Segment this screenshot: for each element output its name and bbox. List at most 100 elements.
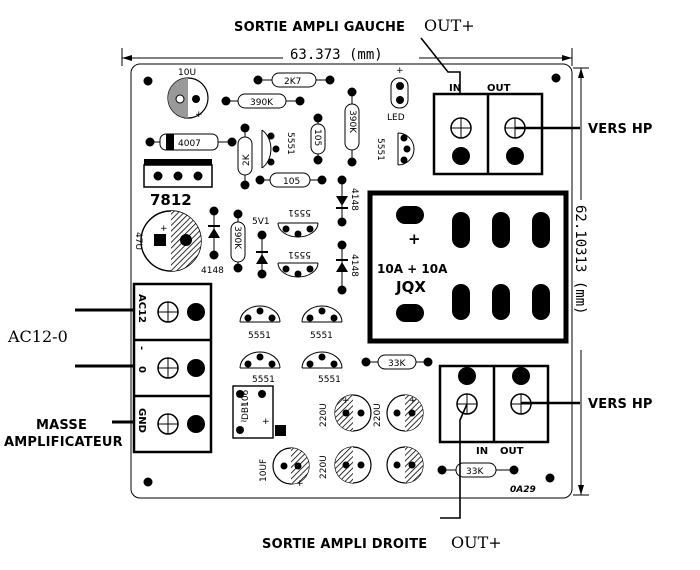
cap-47u-label: 47U (133, 232, 143, 250)
res-33k-a-label: 33K (388, 359, 406, 369)
term-0: 0 (136, 366, 147, 373)
cap-220u-b-label: 220U (373, 403, 383, 427)
resistor-105-horizontal: 105 (255, 172, 327, 188)
out-left-title: SORTIE AMPLI GAUCHE (234, 20, 405, 35)
diode-4148-lower: 4148 (336, 240, 359, 295)
resistor-105-vertical: 105 (310, 113, 326, 165)
res-390k-left-label: 390K (232, 226, 242, 250)
relay-plus: + (408, 230, 421, 248)
masse-label-1: MASSE (36, 418, 87, 433)
height-dimension-text: 62.10313 (mm) (572, 205, 588, 315)
diode-4148-c-label: 4148 (349, 254, 359, 277)
speaker-top-label: VERS HP (588, 122, 653, 137)
ic-5551-upside-b: 5551 (277, 249, 319, 278)
ic-5551-upside-a: 5551 (277, 207, 319, 238)
svg-text:+: + (296, 479, 304, 489)
term-gnd: GND (136, 408, 147, 433)
regulator-7812: 7812 (143, 159, 213, 209)
led-label: LED (387, 113, 405, 123)
ic-5551-c-label: 5551 (288, 249, 311, 259)
diode-4148-b-label: 4148 (349, 188, 359, 211)
ic-5551-e-label: 5551 (310, 331, 333, 341)
cap-10uf-label: 10UF (259, 459, 269, 482)
svg-text:+: + (409, 396, 417, 406)
width-dimension: 63.373 (mm) (121, 46, 573, 66)
resistor-33k-a: 33K (361, 354, 433, 370)
svg-text:~: ~ (240, 417, 248, 427)
mount-hole-br (545, 473, 555, 483)
svg-text:+: + (160, 224, 168, 234)
diode-4148-a-label: 4148 (201, 266, 224, 276)
ic-5551-b-label: 5551 (288, 207, 311, 217)
res-2k-label: 2K (242, 153, 252, 166)
capacitor-10u: 10U + (167, 68, 209, 120)
ic-5551-g-label: 5551 (318, 375, 341, 385)
svg-text:+: + (195, 110, 203, 120)
diode-4007: 4007 (145, 133, 237, 151)
led-plus: + (396, 66, 404, 76)
svg-text:+: + (342, 396, 350, 406)
out-top-label: OUT (487, 83, 511, 94)
width-dimension-text: 63.373 (mm) (290, 47, 383, 63)
masse-label-2: AMPLIFICATEUR (4, 435, 123, 450)
in-bottom-label: IN (476, 446, 488, 457)
cap-220u-c-label: 220U (319, 455, 329, 479)
capacitor-220u-a: + 220U (319, 394, 372, 432)
capacitor-47u: + 47U (133, 210, 202, 272)
capacitor-220u-b: + 220U (373, 394, 424, 432)
res-105-h-label: 105 (283, 177, 300, 187)
reg-7812-label: 7812 (150, 191, 192, 209)
res-2k7-label: 2K7 (284, 77, 301, 87)
relay-name: JQX (395, 278, 426, 296)
diode-4148-upper: 4148 (336, 175, 359, 227)
speaker-bottom-label: VERS HP (588, 397, 653, 412)
resistor-33k-b: 33K (437, 462, 519, 478)
bridge-label: DB106 (241, 389, 251, 420)
mount-hole-bl (143, 477, 153, 487)
led: + LED (387, 66, 409, 123)
out-left-suffix: OUT+ (424, 16, 475, 35)
cap-10u-label: 10U (178, 68, 196, 78)
board-ref: 0A29 (510, 485, 536, 495)
diode-4007-label: 4007 (178, 139, 201, 149)
svg-text:5551: 5551 (285, 132, 295, 155)
terminal-bottom-out: IN OUT (438, 364, 550, 457)
res-33k-b-label: 33K (466, 467, 484, 477)
resistor-390k-top: 390K (221, 93, 305, 109)
bridge-db106: ~ ~ + DB106 (232, 385, 286, 439)
ic-5551-led: 5551 (375, 132, 415, 166)
term-dash: - (136, 346, 147, 350)
ic-5551-f-label: 5551 (252, 375, 275, 385)
out-right-title: SORTIE AMPLI DROITE (262, 537, 427, 552)
diode-4148-left: 4148 (201, 206, 224, 276)
term-ac12: AC12 (136, 294, 147, 323)
resistor-390k-left: 390K (230, 209, 246, 273)
res-390k-vert-label: 390K (347, 110, 357, 134)
relay-rating: 10A + 10A (377, 262, 448, 276)
cap-220u-a-label: 220U (319, 403, 329, 427)
zener-5v1-label: 5V1 (252, 217, 270, 227)
capacitor-220u-c: 220U (319, 446, 372, 484)
terminal-left-input: AC12 - 0 GND (132, 282, 213, 454)
relay-jqx: + 10A + 10A JQX (367, 190, 569, 344)
ic-5551-mid-2: 5551 (301, 305, 343, 341)
resistor-390k-vertical: 390K (344, 87, 360, 167)
ic-5551-2k: 5551 (261, 129, 295, 169)
terminal-top-out: IN OUT (432, 83, 544, 176)
out-right-leader (440, 403, 468, 519)
height-dimension: 62.10313 (mm) (572, 67, 591, 496)
res-105-vert-label: 105 (312, 129, 322, 146)
mount-hole-tr (551, 73, 561, 83)
ac-input-label: AC12-0 (7, 327, 68, 346)
resistor-2k: 2K (237, 123, 253, 190)
in-top-label: IN (449, 83, 461, 94)
capacitor-10uf: + 10UF (259, 447, 310, 489)
res-390k-top-label: 390K (250, 98, 274, 108)
ic-5551-mid-1: 5551 (239, 305, 281, 341)
svg-text:~: ~ (240, 401, 248, 411)
ic-5551-a-label: 5551 (375, 138, 385, 161)
out-right-suffix: OUT+ (451, 533, 502, 552)
out-bottom-label: OUT (500, 446, 524, 457)
ic-5551-mid-3: 5551 (239, 351, 281, 385)
